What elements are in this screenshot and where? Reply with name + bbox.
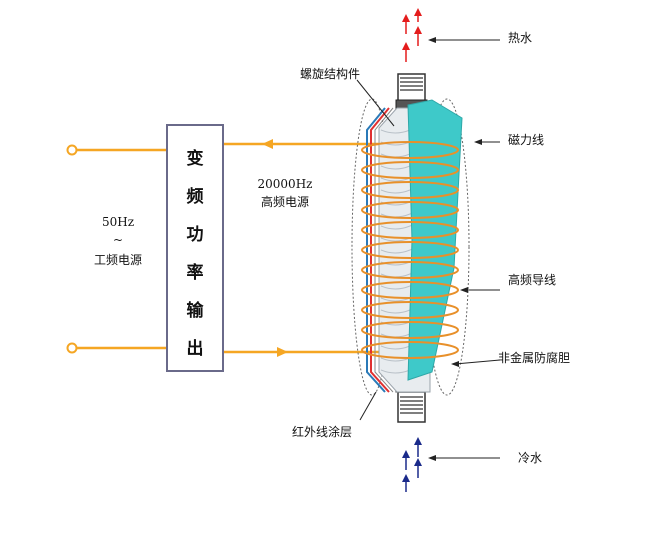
coil-turn — [361, 141, 459, 159]
leader-coating — [359, 391, 377, 421]
magnetic-field-label: 磁力线 — [508, 133, 545, 147]
up-arrow-icon — [414, 437, 422, 457]
coil-turn — [361, 281, 459, 299]
inverter-char: 输 — [186, 301, 204, 321]
inverter-char: 率 — [186, 263, 204, 283]
input-wire-top — [66, 144, 166, 156]
hot-water-arrows — [402, 8, 422, 62]
lf-tilde-label: ~ — [112, 233, 124, 247]
inverter-char: 出 — [186, 339, 204, 359]
hot-water-label: 热水 — [508, 31, 533, 45]
coil-turn — [361, 161, 459, 179]
up-arrow-icon — [414, 8, 422, 22]
infrared-coating-label: 红外线涂层 — [292, 425, 353, 439]
leader-lines — [356, 37, 501, 461]
input-wire-bottom — [66, 342, 166, 354]
hf-wire-label: 高频导线 — [508, 273, 557, 287]
coil-turn — [361, 181, 459, 199]
coil-turn — [361, 221, 459, 239]
coil-turn — [361, 261, 459, 279]
up-arrow-icon — [414, 26, 422, 46]
inverter-char: 功 — [186, 225, 204, 245]
inverter-char: 频 — [186, 187, 204, 207]
coil-turn — [361, 301, 459, 319]
output-wire-top — [224, 139, 388, 149]
input-terminal-top — [66, 144, 78, 156]
coil-turn — [361, 321, 459, 339]
up-arrow-icon — [402, 474, 410, 492]
inverter-char: 变 — [186, 149, 204, 169]
cold-water-label: 冷水 — [518, 451, 543, 465]
input-terminal-bottom — [66, 342, 78, 354]
coil-turn — [361, 341, 459, 359]
up-arrow-icon — [402, 42, 410, 62]
hf-source-label: 高频电源 — [260, 195, 309, 209]
inverter-output-box: 变 频 功 率 输 出 — [166, 124, 224, 372]
up-arrow-icon — [402, 450, 410, 470]
lf-frequency-label: 50Hz — [101, 215, 135, 229]
coil-turn — [361, 201, 459, 219]
up-arrow-icon — [402, 14, 410, 34]
nonmetal-tank — [407, 99, 463, 381]
up-arrow-icon — [414, 458, 422, 478]
lf-source-label: 工频电源 — [93, 253, 142, 267]
spiral-structure-label: 螺旋结构件 — [300, 67, 361, 81]
leader-spiral — [356, 79, 395, 127]
cold-water-arrows — [402, 437, 422, 492]
arrow-left-icon — [262, 139, 273, 149]
nonmetal-tank-label: 非金属防腐胆 — [498, 351, 571, 365]
hf-coil — [361, 141, 459, 359]
leader-tank — [454, 359, 501, 365]
hf-frequency-label: 20000Hz — [257, 177, 313, 191]
coil-turn — [361, 241, 459, 259]
infrared-coating — [366, 107, 394, 393]
arrow-right-icon — [277, 347, 288, 357]
